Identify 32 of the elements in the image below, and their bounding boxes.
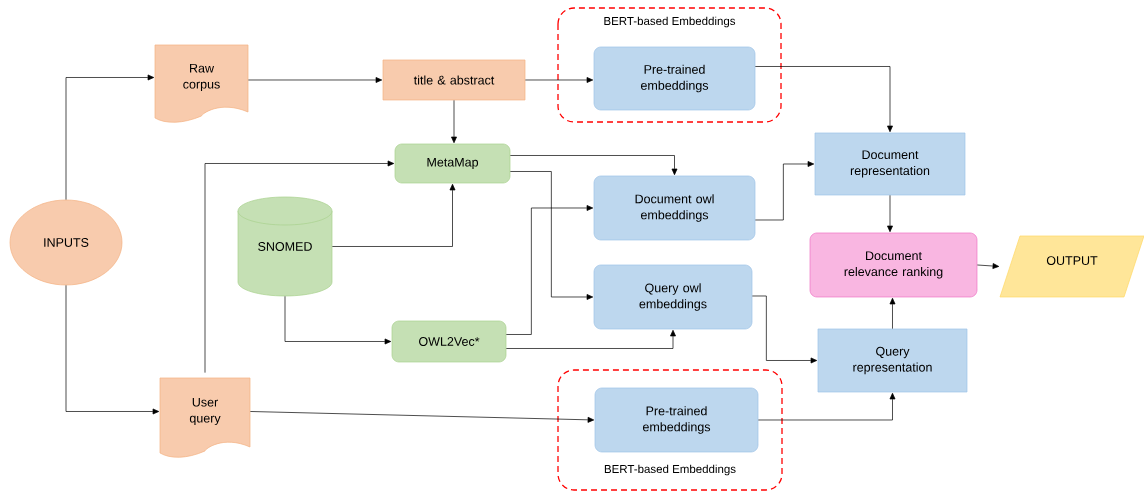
process-box: Document representation [814,132,966,196]
arrow [332,183,456,247]
arrow [451,100,457,144]
arrow [977,263,1000,269]
arrow [525,77,594,83]
arrow [510,171,594,300]
arrow [506,329,676,349]
arrow [65,74,155,200]
arrow [65,285,160,415]
process-box: title & abstract [382,59,526,101]
arrow [752,295,818,364]
process-box: Query representation [817,328,968,393]
database-cylinder: SNOMED [237,196,333,297]
arrow [204,160,395,373]
process-box: OWL2Vec* [391,320,507,363]
arrow [755,66,893,133]
process-box: MetaMap [394,143,511,184]
arrow [506,205,594,335]
arrow [248,77,383,83]
arrow [887,195,893,233]
arrow [284,296,392,345]
arrow [510,155,678,176]
arrow [250,411,595,423]
arrow [755,161,815,221]
process-box: Pre-trained embeddings [594,387,759,453]
process-box: Document owl embeddings [593,175,756,241]
output-parallelogram: OUTPUT [999,235,1144,298]
process-box: Document relevance ranking [809,232,978,298]
process-box: Pre-trained embeddings [593,46,756,111]
process-box: Query owl embeddings [593,264,753,330]
arrow [889,297,896,329]
arrow [758,392,896,421]
